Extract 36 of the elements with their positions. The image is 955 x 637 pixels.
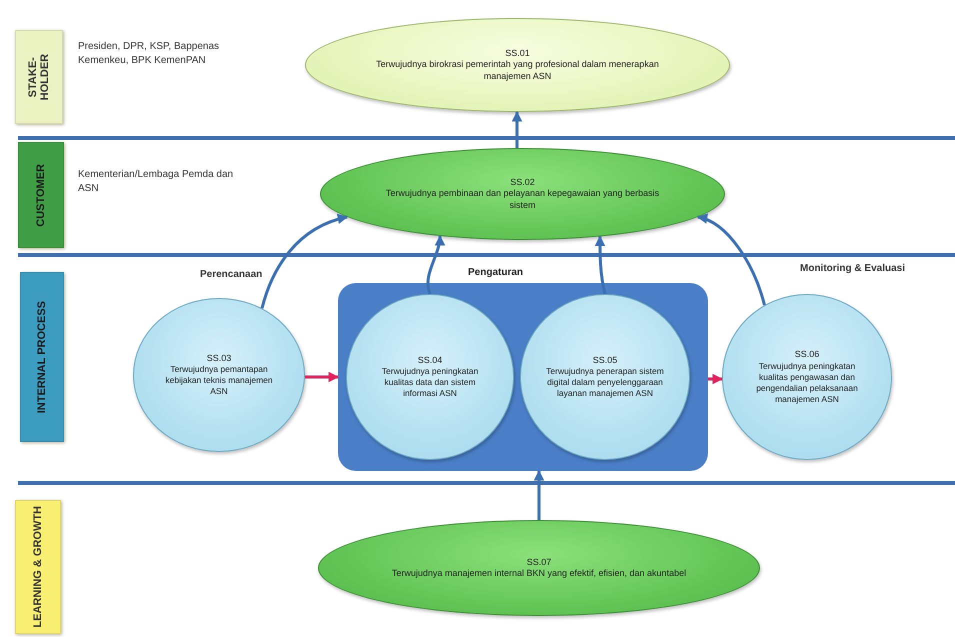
objective-code: SS.05 (592, 354, 618, 366)
objective-text: Terwujudnya birokrasi pemerintah yang profesional dalam menerapkan manajemen ASN (375, 58, 660, 82)
perspective-title: LEARNING & GROWTH (32, 506, 44, 628)
objective-text: Terwujudnya peningkatan kualitas data dan sistem informasi ASN (380, 366, 480, 400)
arrow (708, 374, 724, 384)
group-heading: Pengaturan (468, 267, 524, 278)
perspective-title: INTERNAL PROCESS (36, 300, 48, 414)
arrow (696, 214, 766, 306)
beside-text: Monitoring & Evaluasi (800, 262, 906, 276)
perspective-label-box (15, 30, 63, 124)
objective-code: SS.03 (206, 352, 232, 364)
objective-text: Terwujudnya penerapan sistem digital dalam penyelenggaraan layanan manajemen ASN (545, 366, 665, 400)
beside-text: Presiden, DPR, KSP, Bappenas Kemenkeu, BPK KemenPAN (78, 40, 220, 67)
arrow (260, 214, 348, 309)
objective-code: SS.07 (526, 556, 552, 568)
objective-text: Terwujudnya manajemen internal BKN yang efektif, efisien, dan akuntabel (392, 568, 686, 580)
arrow (426, 234, 445, 294)
perspective-label-box (18, 142, 64, 248)
arrow (512, 110, 522, 148)
objective-text: Terwujudnya pemantapan kebijakan teknis manajemen ASN (164, 364, 274, 398)
objective-code: SS.04 (418, 354, 442, 366)
beside-text: Kementerian/Lembaga Pemda dan ASN (78, 168, 234, 195)
perspective-label-box (20, 272, 64, 442)
arrow (594, 235, 606, 294)
arrow (305, 372, 340, 382)
objective-text: Terwujudnya peningkatan kualitas pengawasan dan pengendalian pelaksanaan manajemen ASN (755, 360, 859, 405)
beside-text: Perencanaan (200, 268, 264, 282)
objective-code: SS.06 (794, 349, 820, 361)
arrow (534, 470, 544, 520)
perspective-label-box (15, 500, 61, 634)
objective-code: SS.02 (510, 176, 535, 188)
perspective-title: STAKE- HOLDER (26, 52, 52, 102)
objective-text: Terwujudnya pembinaan dan pelayanan kepegawaian yang berbasis sistem (384, 188, 660, 212)
process-group-panel (338, 283, 708, 471)
perspective-title: CUSTOMER (34, 164, 48, 226)
objective-code: SS.01 (505, 48, 530, 59)
